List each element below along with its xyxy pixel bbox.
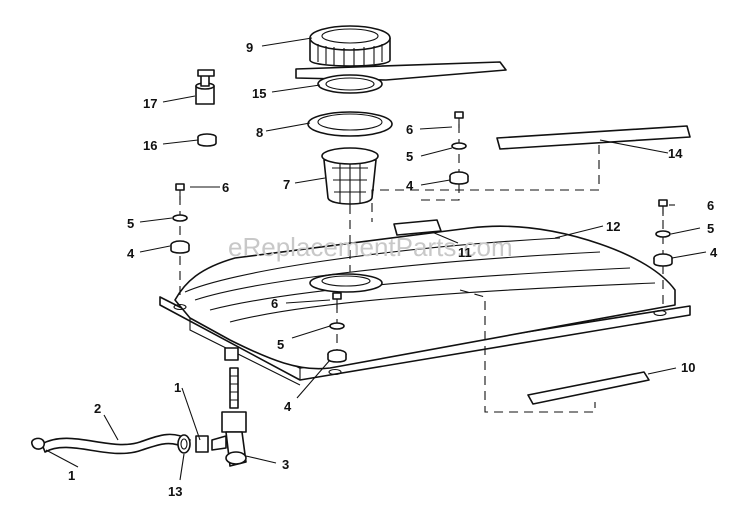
callout-4-front: 4 xyxy=(284,399,292,414)
callout-2: 2 xyxy=(94,401,101,416)
callout-14: 14 xyxy=(668,146,683,161)
callout-5-rear: 5 xyxy=(406,149,413,164)
leader-lines xyxy=(45,37,707,481)
callout-1-lower: 1 xyxy=(68,468,75,483)
callout-5-left: 5 xyxy=(127,216,134,231)
fuel-strainer xyxy=(321,147,379,205)
callout-6-right: 6 xyxy=(707,198,714,213)
decal-10 xyxy=(527,371,650,405)
decal-11 xyxy=(393,219,442,236)
hardware-rear xyxy=(449,111,469,185)
decal-14 xyxy=(496,125,691,150)
callout-15: 15 xyxy=(252,86,266,101)
callout-7: 7 xyxy=(283,177,290,192)
callouts: 9 15 8 7 17 16 6 5 4 6 5 4 14 6 5 4 12 1… xyxy=(68,40,718,499)
bushing xyxy=(177,434,191,454)
callout-16: 16 xyxy=(143,138,157,153)
callout-4-rear: 4 xyxy=(406,178,414,193)
hardware-left xyxy=(170,183,190,254)
hose-clamp xyxy=(195,435,209,453)
fuel-tank xyxy=(159,225,691,386)
hardware-front xyxy=(327,292,347,363)
callout-11: 11 xyxy=(458,245,472,260)
callout-9: 9 xyxy=(246,40,253,55)
fuel-shutoff-valve xyxy=(211,367,247,467)
callout-5-right: 5 xyxy=(707,221,714,236)
callout-13: 13 xyxy=(168,484,182,499)
fuel-hose xyxy=(31,433,191,455)
watermark: eReplacementParts.com xyxy=(228,232,513,262)
callout-6-left: 6 xyxy=(222,180,229,195)
hardware-right xyxy=(653,199,673,267)
callout-8: 8 xyxy=(256,125,263,140)
vent-valve xyxy=(195,69,215,105)
callout-3: 3 xyxy=(282,457,289,472)
callout-10: 10 xyxy=(681,360,695,375)
callout-1-upper: 1 xyxy=(174,380,181,395)
filter-ring xyxy=(307,111,393,137)
callout-6-rear: 6 xyxy=(406,122,413,137)
callout-12: 12 xyxy=(606,219,620,234)
callout-6-front: 6 xyxy=(271,296,278,311)
callout-5-front: 5 xyxy=(277,337,284,352)
callout-17: 17 xyxy=(143,96,157,111)
callout-4-right: 4 xyxy=(710,245,718,260)
fuel-cap xyxy=(309,25,391,67)
callout-4-left: 4 xyxy=(127,246,135,261)
vent-grommet xyxy=(197,133,217,147)
